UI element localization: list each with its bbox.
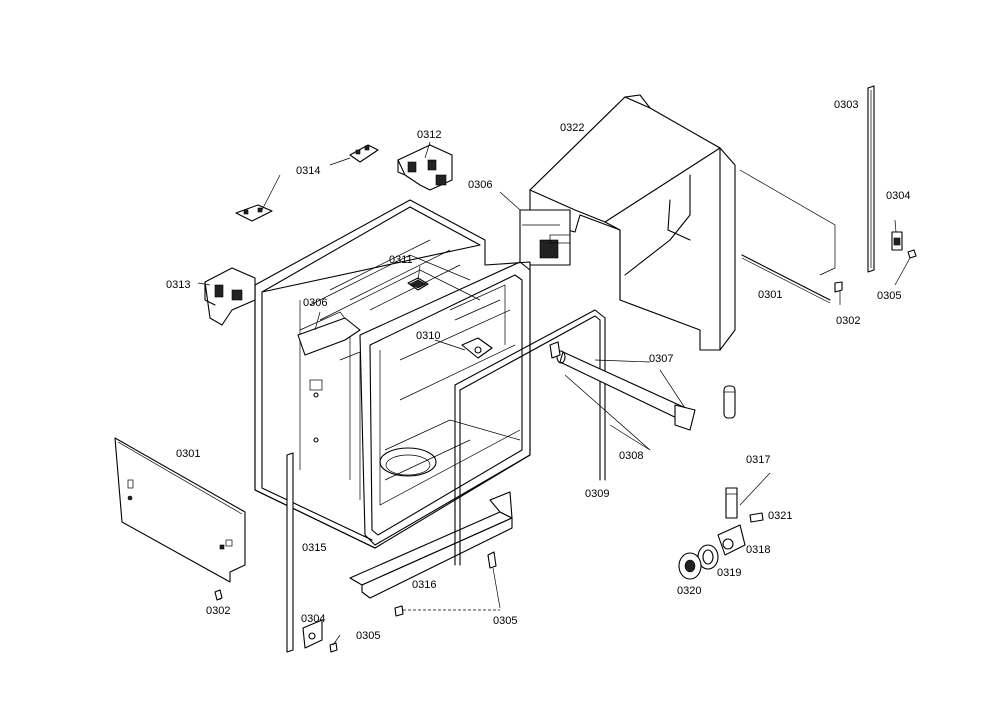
label-0315: 0315 (302, 542, 326, 554)
label-0304-left: 0304 (301, 613, 325, 625)
label-0322: 0322 (560, 122, 584, 134)
part-0301-right-panel (741, 254, 843, 304)
label-0305-bottom-left: 0305 (356, 630, 380, 642)
part-0313-bracket (204, 267, 256, 326)
part-0321-screw (749, 512, 764, 523)
part-0309-gasket (454, 309, 606, 566)
label-0316: 0316 (412, 579, 436, 591)
label-0308: 0308 (619, 450, 643, 462)
part-0304-right-bracket (891, 231, 917, 259)
label-0307: 0307 (649, 353, 673, 365)
part-0317-0318-fitting (717, 487, 746, 556)
label-0305-bottom: 0305 (493, 615, 517, 627)
label-0303: 0303 (834, 99, 858, 111)
label-0304-right: 0304 (886, 190, 910, 202)
part-0316-rail (349, 491, 513, 599)
label-0317: 0317 (746, 454, 770, 466)
part-0307-spray-tube (549, 341, 696, 431)
label-0302-left: 0302 (206, 605, 230, 617)
label-0301-right: 0301 (758, 289, 782, 301)
label-0312: 0312 (417, 129, 441, 141)
part-0320-nut (678, 552, 702, 580)
part-hose-segment (723, 385, 736, 419)
label-0301-left: 0301 (176, 448, 200, 460)
label-0311: 0311 (389, 254, 413, 266)
part-0312-bracket (397, 144, 453, 191)
part-0301-left-panel (114, 437, 246, 583)
label-0318: 0318 (746, 544, 770, 556)
label-0310: 0310 (416, 330, 440, 342)
label-0314: 0314 (296, 165, 320, 177)
part-tub-frame (254, 199, 531, 549)
part-labels: 0301 0301 0302 0302 0303 0304 0304 0305 … (166, 99, 910, 642)
leader-lines (197, 141, 911, 646)
part-0314-clips (235, 144, 379, 222)
part-0315-strip (286, 452, 294, 653)
label-0302-right: 0302 (836, 315, 860, 327)
label-0306-left: 0306 (303, 297, 327, 309)
label-0321: 0321 (768, 510, 792, 522)
label-0320: 0320 (677, 585, 701, 597)
part-0322-housing (519, 94, 836, 351)
part-0311 (407, 277, 429, 291)
label-0319: 0319 (717, 567, 741, 579)
part-0310 (461, 337, 493, 359)
label-0309: 0309 (585, 488, 609, 500)
part-0303-strip (867, 85, 875, 273)
label-0306-top: 0306 (468, 179, 492, 191)
label-0313: 0313 (166, 279, 190, 291)
label-0305-right: 0305 (877, 290, 901, 302)
part-0302-left-screw (214, 589, 223, 601)
part-0305-screws (394, 551, 497, 617)
